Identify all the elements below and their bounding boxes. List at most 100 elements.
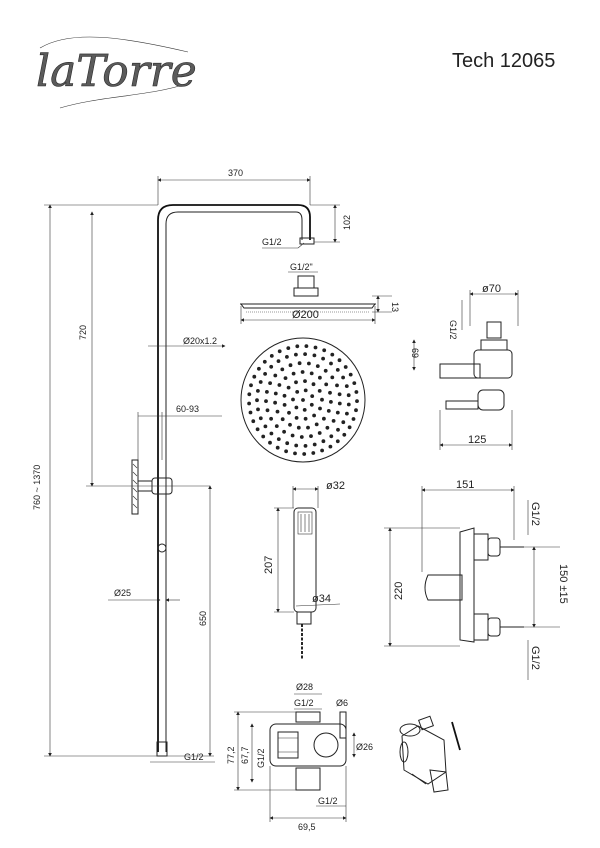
nozzle-dot xyxy=(301,398,305,402)
nozzle-dot xyxy=(277,349,282,354)
nozzle-dot xyxy=(317,431,322,435)
nozzle-dot xyxy=(303,388,308,393)
nozzle-dot xyxy=(325,425,330,430)
nozzle-dot xyxy=(329,361,333,366)
nozzle-dot xyxy=(306,425,310,430)
nozzle-dot xyxy=(273,391,278,396)
nozzle-dot xyxy=(322,416,326,421)
dim-diverter-outer-height: 77,2 xyxy=(226,746,236,764)
dim-diverter-bottom-thread: G1/2 xyxy=(318,796,338,806)
nozzle-dot xyxy=(337,392,342,397)
nozzle-dot xyxy=(247,392,252,397)
nozzle-dot xyxy=(284,449,288,454)
dim-arm-reach: 370 xyxy=(228,168,243,178)
dim-hand-length: 207 xyxy=(263,556,275,574)
nozzle-dot xyxy=(323,368,328,373)
nozzle-dot xyxy=(274,424,279,428)
nozzle-dot xyxy=(354,408,358,413)
product-code: Tech 12065 xyxy=(452,50,556,72)
nozzle-dot xyxy=(256,407,260,412)
nozzle-dot xyxy=(328,444,333,449)
mixer-valve: 151 220 150 ±15 G1/2 G1/2 xyxy=(384,479,569,680)
dim-holder-diameter: ø70 xyxy=(482,283,501,295)
nozzle-dot xyxy=(309,434,313,438)
shower-column: 370 102 G1/2 760 ~ 1370 720 Ø20x1.2 60-9… xyxy=(32,168,352,763)
dim-head-diameter: Ø200 xyxy=(292,309,319,321)
nozzle-dot xyxy=(320,448,324,453)
nozzle-dot xyxy=(277,383,282,387)
dim-base-thread: G1/2 xyxy=(184,752,204,762)
nozzle-dot xyxy=(295,390,300,394)
nozzle-dot xyxy=(268,440,272,445)
nozzle-dot xyxy=(312,442,317,447)
nozzle-dot xyxy=(330,375,335,380)
dim-holder-height: 69 xyxy=(410,348,420,358)
nozzle-dot xyxy=(255,427,260,432)
nozzle-dot xyxy=(303,444,308,448)
nozzle-dot xyxy=(251,419,256,424)
nozzle-dot xyxy=(354,390,359,394)
nozzle-dot xyxy=(265,408,270,413)
nozzle-pattern xyxy=(247,344,359,456)
nozzle-dot xyxy=(326,409,331,413)
nozzle-dot xyxy=(346,393,351,398)
nozzle-dot xyxy=(258,380,263,384)
dim-diverter-body-diameter: Ø26 xyxy=(356,742,373,752)
nozzle-dot xyxy=(315,364,320,368)
nozzle-dot xyxy=(294,416,299,420)
nozzle-dot xyxy=(297,361,302,366)
diverter-isometric xyxy=(399,715,461,793)
nozzle-dot xyxy=(276,359,281,363)
nozzle-dot xyxy=(247,401,252,406)
head-shower-face xyxy=(240,337,366,463)
nozzle-dot xyxy=(269,354,274,358)
nozzle-dot xyxy=(269,416,273,421)
nozzle-dot xyxy=(282,393,287,398)
nozzle-dot xyxy=(351,417,356,421)
nozzle-dot xyxy=(294,443,299,448)
nozzle-dot xyxy=(346,402,351,407)
nozzle-dot xyxy=(282,403,287,407)
dim-head-thickness: 13 xyxy=(390,302,400,312)
nozzle-dot xyxy=(269,431,274,436)
dim-diverter-width: 69,5 xyxy=(298,822,316,832)
nozzle-dot xyxy=(320,397,324,402)
nozzle-dot xyxy=(285,441,290,446)
dim-mixer-thread-top: G1/2 xyxy=(529,502,541,526)
nozzle-dot xyxy=(288,422,292,427)
nozzle-dot xyxy=(341,420,346,425)
nozzle-dot xyxy=(312,353,317,358)
nozzle-dot xyxy=(317,389,322,393)
dim-total-height: 760 ~ 1370 xyxy=(32,465,42,510)
nozzle-dot xyxy=(335,410,340,415)
nozzle-dot xyxy=(268,381,272,385)
nozzle-dot xyxy=(321,356,325,361)
nozzle-dot xyxy=(293,451,297,456)
nozzle-dot xyxy=(257,366,261,371)
nozzle-dot xyxy=(286,385,291,390)
nozzle-dot xyxy=(287,410,291,415)
nozzle-dot xyxy=(280,417,285,422)
nozzle-dot xyxy=(248,410,253,415)
dim-diverter-side-thread: G1/2 xyxy=(256,748,266,768)
nozzle-dot xyxy=(264,399,268,403)
nozzle-dot xyxy=(283,376,288,380)
nozzle-dot xyxy=(296,425,301,430)
nozzle-dot xyxy=(295,344,300,349)
nozzle-dot xyxy=(309,402,314,407)
nozzle-dot xyxy=(294,352,298,357)
nozzle-dot xyxy=(302,408,307,412)
nozzle-dot xyxy=(311,451,316,455)
nozzle-dot xyxy=(294,380,298,385)
nozzle-dot xyxy=(303,352,307,356)
nozzle-dot xyxy=(285,355,289,359)
nozzle-dot xyxy=(318,375,322,380)
dim-mixer-width: 151 xyxy=(456,479,474,491)
nozzle-dot xyxy=(280,367,285,372)
dim-arm-thread: G1/2 xyxy=(262,237,282,247)
nozzle-dot xyxy=(329,400,333,404)
nozzle-dot xyxy=(343,365,348,369)
nozzle-dot xyxy=(324,382,329,387)
nozzle-dot xyxy=(310,394,315,398)
